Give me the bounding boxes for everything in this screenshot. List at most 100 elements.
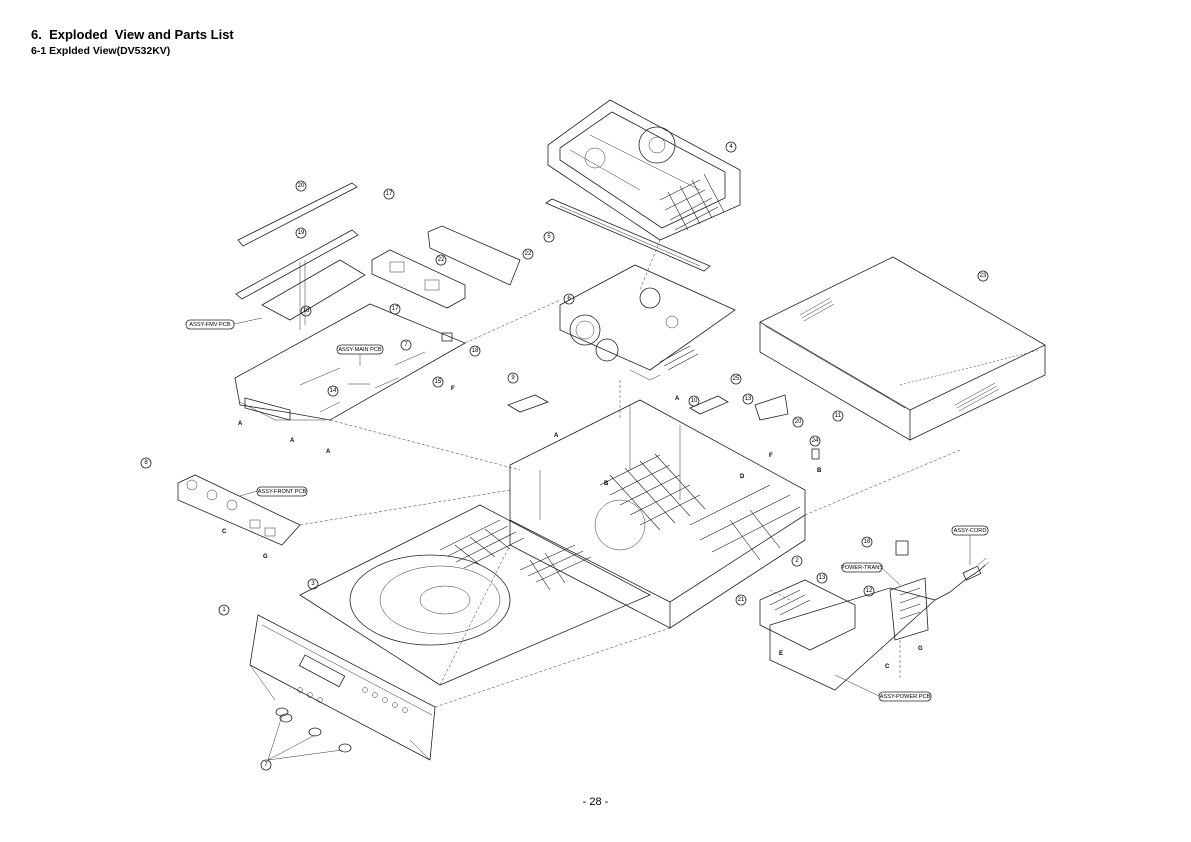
disc-tray [299, 504, 651, 686]
callout-8: 8 [140, 457, 152, 469]
svg-text:A: A [675, 396, 680, 402]
tag-cord: ASSY-CORD [951, 525, 989, 565]
callout-11: 11 [832, 410, 844, 422]
callout-22b: 22 [435, 254, 447, 266]
page-title: 6. Exploded View and Parts List [31, 27, 234, 42]
svg-text:19: 19 [298, 230, 305, 236]
svg-text:8: 8 [144, 460, 148, 466]
callout-15: 15 [432, 376, 444, 388]
svg-text:4: 4 [729, 144, 733, 150]
svg-text:10: 10 [691, 398, 698, 404]
svg-text:ASSY-POWER PCB: ASSY-POWER PCB [880, 694, 931, 700]
svg-text:F: F [451, 386, 455, 392]
callout-14: 14 [327, 385, 339, 397]
svg-text:ASSY-FRONT PCB: ASSY-FRONT PCB [258, 489, 307, 495]
svg-text:5: 5 [547, 234, 551, 240]
svg-text:7: 7 [264, 762, 268, 768]
svg-text:22: 22 [438, 257, 445, 263]
svg-text:A: A [238, 421, 243, 427]
callout-20: 20 [295, 180, 307, 192]
svg-text:1: 1 [222, 607, 226, 613]
svg-text:17: 17 [386, 191, 393, 197]
callout-18: 18 [469, 345, 481, 357]
svg-text:POWER-TRANS: POWER-TRANS [841, 565, 883, 571]
svg-text:A: A [326, 449, 331, 455]
callout-13: 13 [742, 393, 754, 405]
callout-25: 25 [730, 373, 742, 385]
svg-text:B: B [817, 468, 822, 474]
callout-17b: 17 [383, 188, 395, 200]
tag-main-pcb: ASSY-MAIN PCB [336, 344, 384, 366]
svg-text:9: 9 [511, 375, 515, 381]
svg-text:24: 24 [812, 438, 819, 444]
svg-text:G: G [918, 646, 923, 652]
svg-text:A: A [554, 433, 559, 439]
ref-letters: A A A A A B B C C D E F F G G [222, 386, 923, 670]
svg-text:6: 6 [567, 296, 571, 302]
svg-text:14: 14 [330, 388, 337, 394]
svg-text:20: 20 [795, 419, 802, 425]
svg-text:12: 12 [866, 588, 873, 594]
svg-text:13: 13 [745, 396, 752, 402]
svg-text:ASSY-MAIN PCB: ASSY-MAIN PCB [338, 347, 382, 353]
small-brackets [507, 394, 820, 460]
callout-5: 5 [543, 231, 555, 243]
svg-text:17: 17 [392, 306, 399, 312]
callout-2: 2 [791, 555, 803, 567]
callout-3: 3 [307, 578, 319, 590]
callout-16: 16 [300, 305, 312, 317]
tag-power-trans: POWER-TRANS [841, 562, 901, 586]
svg-text:ASSY-CORD: ASSY-CORD [954, 528, 987, 534]
svg-text:G: G [263, 554, 268, 560]
svg-text:B: B [604, 481, 609, 487]
callout-1: 1 [218, 604, 230, 616]
traverse-mechanism [559, 264, 736, 381]
svg-text:7: 7 [404, 342, 408, 348]
svg-text:3: 3 [311, 581, 315, 587]
svg-text:2: 2 [795, 558, 799, 564]
tag-front-pcb: ASSY-FRONT PCB [239, 486, 308, 497]
callout-9: 9 [507, 372, 519, 384]
svg-text:ASSY-FMV PCB: ASSY-FMV PCB [189, 322, 230, 328]
svg-text:11: 11 [835, 413, 842, 419]
callout-21: 21 [735, 594, 747, 606]
svg-text:D: D [740, 474, 745, 480]
fmv-pcb [235, 182, 366, 330]
svg-text:18: 18 [864, 539, 871, 545]
callout-17: 17 [389, 303, 401, 315]
svg-text:25: 25 [733, 376, 740, 382]
page-subtitle: 6-1 Explded View(DV532KV) [31, 45, 171, 57]
main-pcb [234, 303, 466, 421]
svg-text:E: E [779, 651, 783, 657]
callout-12: 12 [863, 585, 875, 597]
svg-text:13: 13 [819, 575, 826, 581]
tag-power-pcb: ASSY-POWER PCB [834, 674, 932, 702]
rear-panel [371, 225, 521, 309]
tag-fmv-pcb: ASSY-FMV PCB [185, 317, 263, 330]
callout-20b: 20 [792, 416, 804, 428]
front-panel [249, 614, 436, 761]
svg-text:18: 18 [472, 348, 479, 354]
top-cover [759, 256, 1046, 441]
front-pcb [177, 474, 301, 546]
callout-18b: 18 [861, 536, 873, 548]
svg-text:C: C [885, 664, 890, 670]
callout-7b: 7 [400, 339, 412, 351]
callout-24: 24 [809, 435, 821, 447]
loader-mechanism [547, 99, 741, 241]
callout-23: 23 [977, 270, 989, 282]
page-number: - 28 - [582, 796, 609, 808]
callout-13b: 13 [816, 572, 828, 584]
svg-text:21: 21 [738, 597, 745, 603]
svg-text:C: C [222, 529, 227, 535]
power-cord [934, 557, 990, 601]
callout-6: 6 [563, 293, 575, 305]
svg-text:20: 20 [298, 183, 305, 189]
callout-4: 4 [725, 141, 737, 153]
callout-10: 10 [688, 395, 700, 407]
svg-text:22: 22 [525, 251, 532, 257]
svg-text:F: F [769, 453, 773, 459]
callout-22: 22 [522, 248, 534, 260]
power-bracket [759, 579, 856, 651]
